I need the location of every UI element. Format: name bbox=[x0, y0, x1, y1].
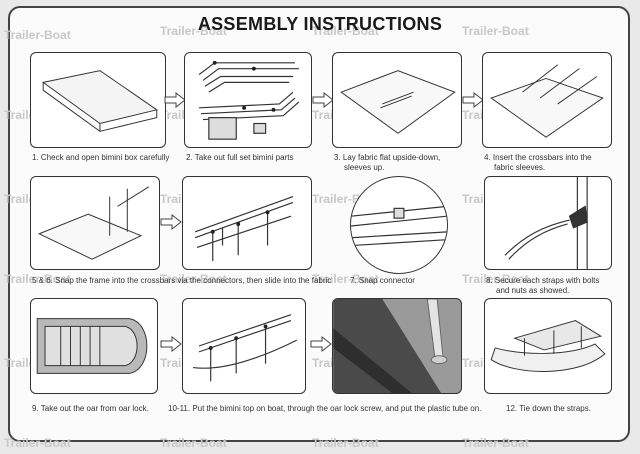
arrow-right-icon bbox=[462, 91, 484, 109]
watermark: Trailer-Boat bbox=[4, 272, 71, 286]
watermark: Trailer-Boat bbox=[462, 272, 529, 286]
step-3-caption-line2: sleeves up. bbox=[344, 163, 385, 172]
step-12-caption: 12. Tie down the straps. bbox=[506, 404, 591, 413]
watermark: Trailer-Boat bbox=[160, 436, 227, 450]
step-7-caption: 7. Snap connector bbox=[350, 276, 415, 285]
arrow-right-icon bbox=[160, 335, 182, 353]
arrow-right-icon bbox=[310, 335, 332, 353]
arrow-right-icon bbox=[312, 91, 334, 109]
watermark: Trailer-Boat bbox=[160, 272, 227, 286]
arrow-right-icon bbox=[160, 213, 182, 231]
step-12-illustration bbox=[484, 298, 612, 394]
watermark: Trailer-Boat bbox=[4, 28, 71, 42]
step-5-illustration bbox=[30, 176, 160, 270]
step-11-photo bbox=[332, 298, 462, 394]
watermark: Trailer-Boat bbox=[462, 436, 529, 450]
step-3-caption-line1: 3. Lay fabric flat upside-down, bbox=[334, 153, 441, 162]
step-4-caption-line1: 4. Insert the crossbars into the bbox=[484, 153, 592, 162]
page-title: ASSEMBLY INSTRUCTIONS bbox=[197, 14, 443, 34]
watermark: Trailer-Boat bbox=[4, 436, 71, 450]
step-5-6-caption: 5 & 6. Snap the frame into the crossbars… bbox=[32, 276, 332, 285]
step-2-caption: 2. Take out full set bimini parts bbox=[186, 153, 294, 162]
watermark: Trailer-Boat bbox=[312, 436, 379, 450]
step-8-caption-line1: 8. Secure each straps with bolts bbox=[486, 276, 600, 285]
watermark: Trailer-Boat bbox=[312, 272, 379, 286]
step-6-illustration bbox=[182, 176, 312, 270]
step-4-caption-line2: fabric sleeves. bbox=[494, 163, 546, 172]
step-8-illustration bbox=[484, 176, 612, 270]
watermark: Trailer-Boat bbox=[312, 24, 379, 38]
step-3-illustration bbox=[332, 52, 462, 148]
step-9-caption: 9. Take out the oar from oar lock. bbox=[32, 404, 149, 413]
watermark: Trailer-Boat bbox=[462, 24, 529, 38]
step-4-illustration bbox=[482, 52, 612, 148]
watermark: Trailer-Boat bbox=[160, 24, 227, 38]
arrow-right-icon bbox=[164, 91, 186, 109]
step-2-illustration bbox=[184, 52, 312, 148]
step-7-connector-illustration bbox=[350, 176, 448, 274]
step-10-illustration bbox=[182, 298, 306, 394]
step-1-caption: 1. Check and open bimini box carefully bbox=[32, 153, 170, 162]
step-10-11-caption: 10-11. Put the bimini top on boat, throu… bbox=[168, 404, 482, 413]
step-8-caption-line2: and nuts as showed. bbox=[496, 286, 570, 295]
step-1-illustration bbox=[30, 52, 166, 148]
step-9-illustration bbox=[30, 298, 158, 394]
